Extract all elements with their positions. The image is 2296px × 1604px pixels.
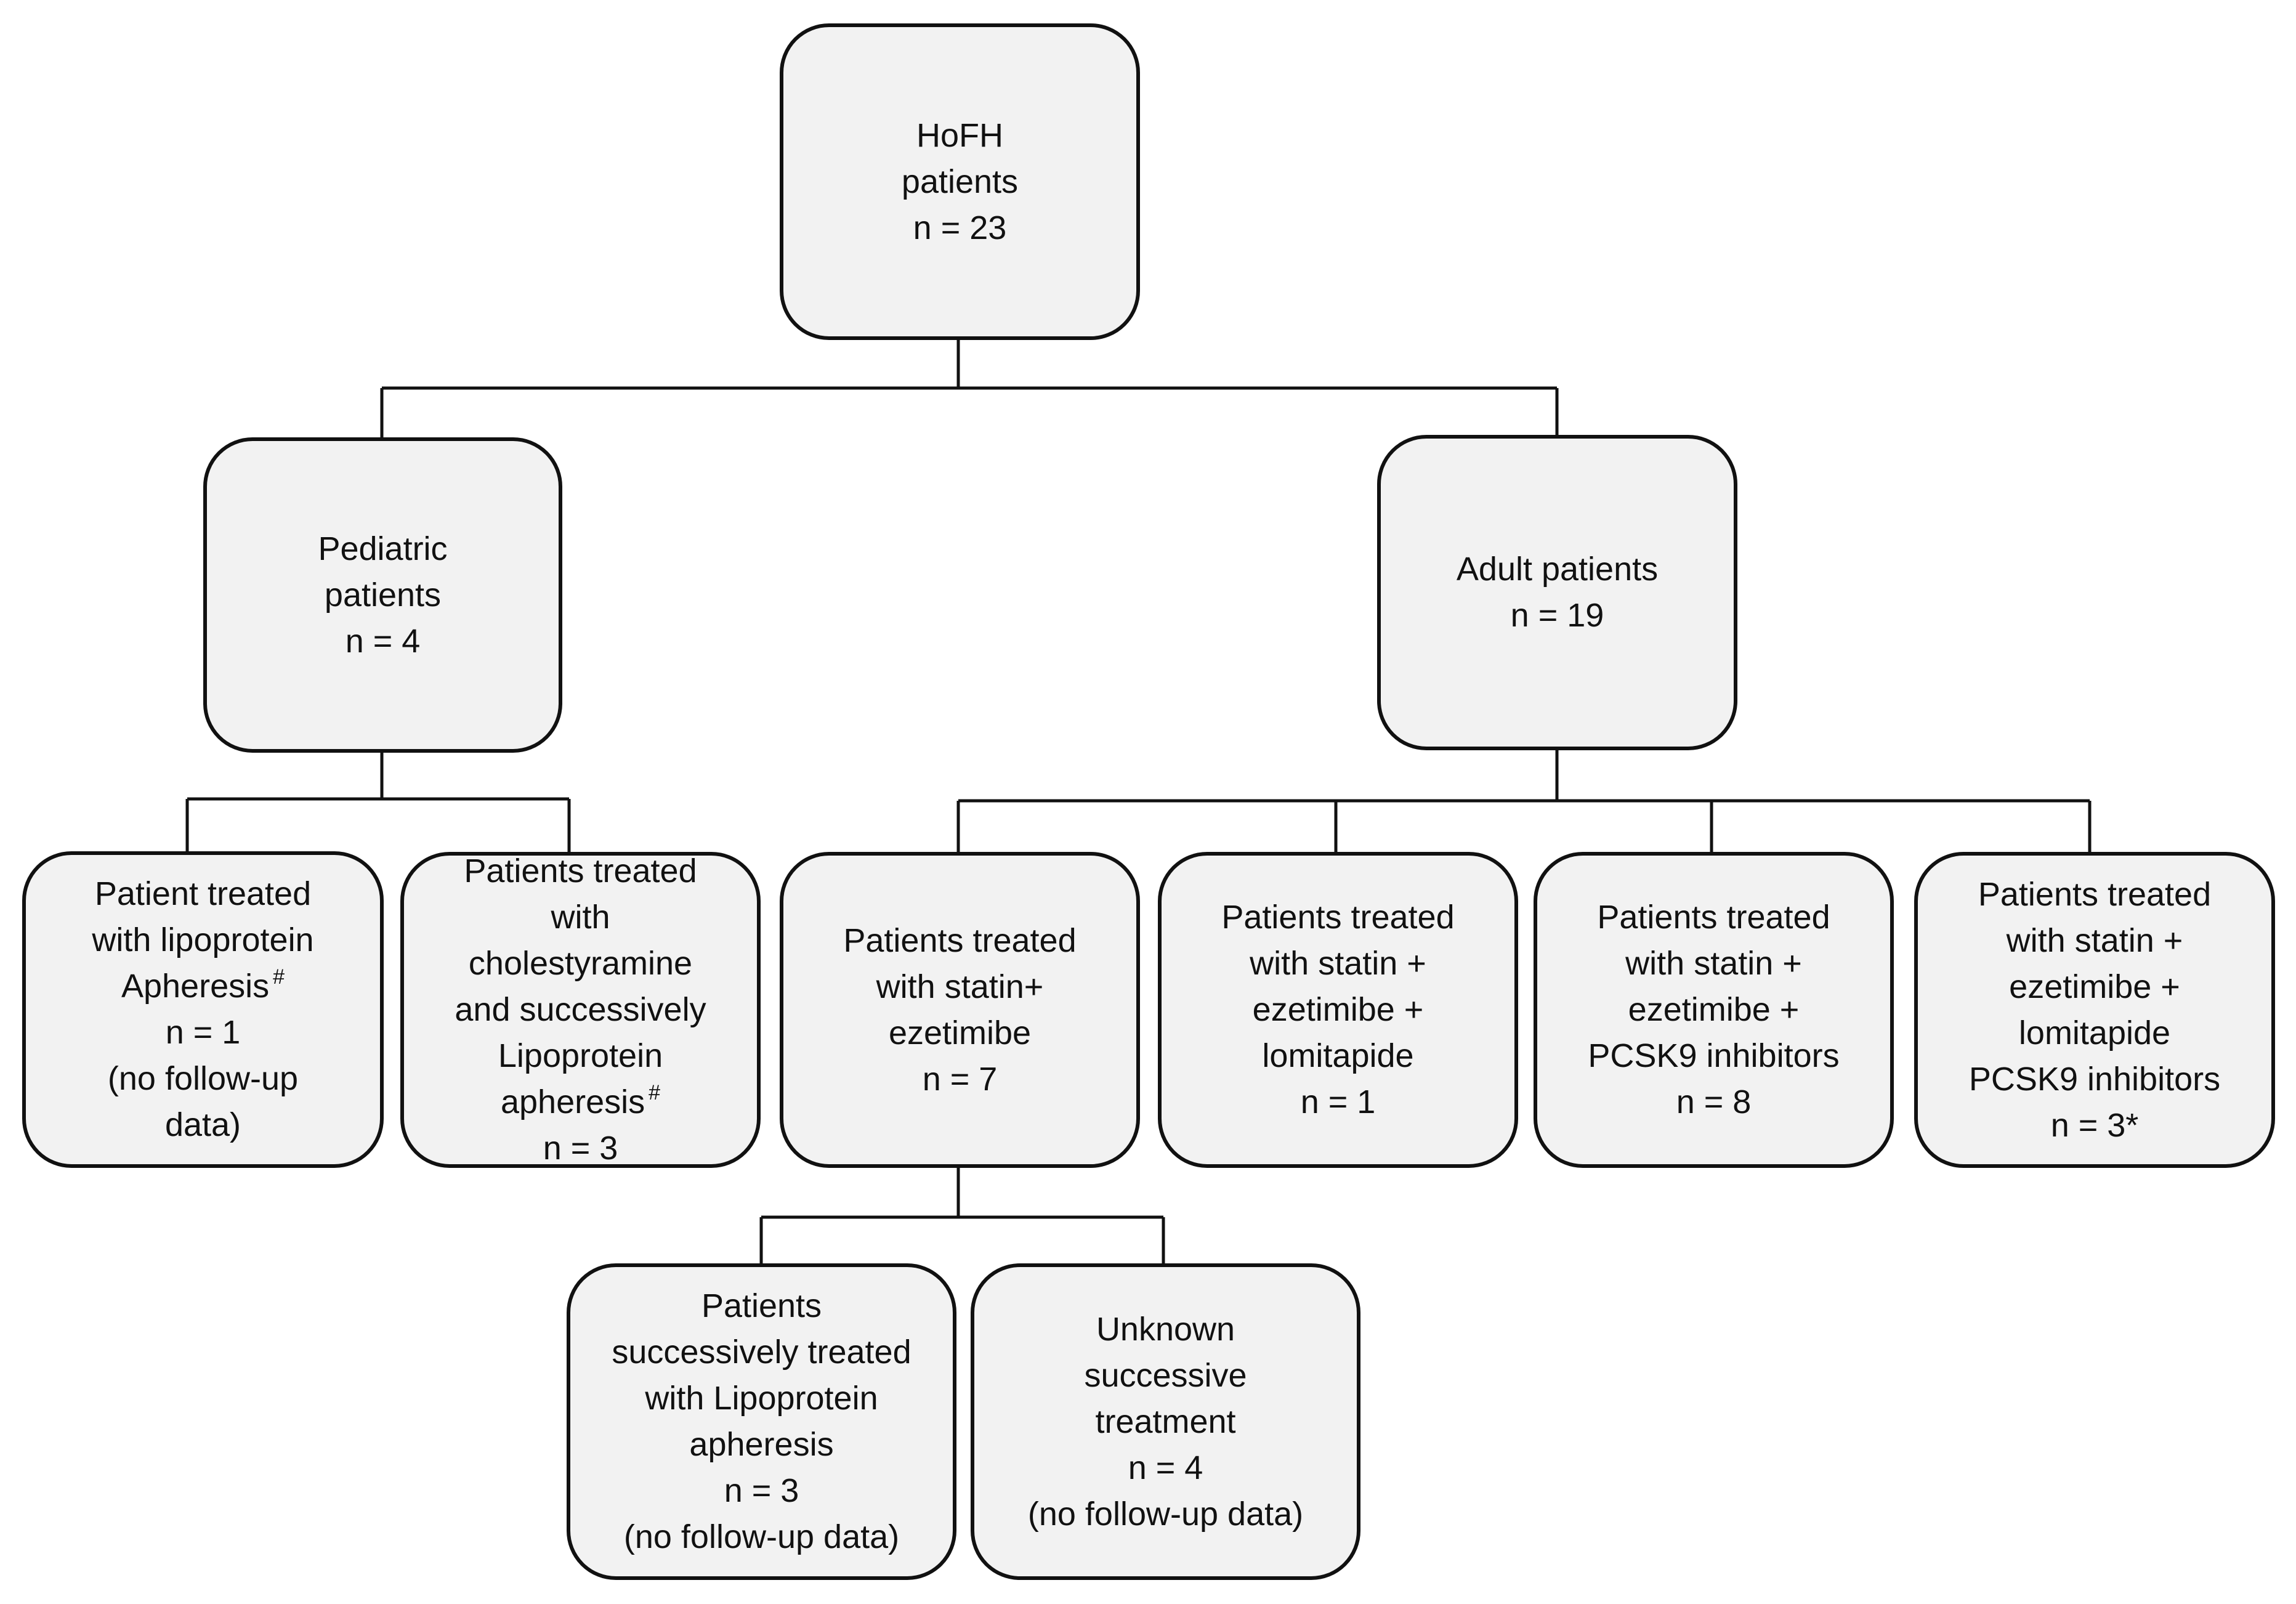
node-text-line: n = 1 (165, 1014, 241, 1051)
node-text-line: n = 3 (724, 1472, 799, 1509)
node-text-line: Patients treated (1221, 899, 1455, 936)
node-text-line: n = 1 (1300, 1084, 1376, 1120)
node-text-line: with statin + (1250, 945, 1426, 982)
node-text-line: successively treated (612, 1334, 912, 1371)
node-pediatric-patients: Pediatric patients n = 4 (203, 437, 562, 753)
node-statin-ezetimibe-pcsk9: Patients treated with statin + ezetimibe +… (1534, 852, 1894, 1168)
node-text-line: successive (1084, 1356, 1247, 1394)
node-text-line: apheresis (689, 1426, 834, 1463)
node-text-line: Unknown (1096, 1310, 1235, 1348)
node-text-line: PCSK9 inhibitors (1588, 1037, 1840, 1074)
node-unknown-successive-treatment: Unknown successive treatment n = 4 (no follo… (971, 1263, 1360, 1580)
node-text-line: Patients treated (1597, 899, 1830, 936)
node-text-line: lomitapide (1262, 1037, 1414, 1074)
node-text-line: n = 3* (2050, 1106, 2139, 1144)
node-text-line: n = 19 (1510, 597, 1604, 634)
node-text-line: patients (324, 576, 442, 614)
node-text-line: Patients treated (464, 853, 697, 889)
node-text-line: with (551, 899, 610, 936)
footnote-mark: # (649, 1081, 661, 1104)
node-text-line: with Lipoprotein (645, 1380, 878, 1417)
node-text-line: with statin + (2006, 921, 2183, 959)
node-text-line: treatment (1095, 1403, 1236, 1440)
node-text-line: lomitapide (2018, 1014, 2171, 1051)
node-text-line: Apheresis# (121, 965, 285, 1005)
node-text-line: n = 7 (922, 1060, 998, 1098)
node-text-line: n = 3 (543, 1130, 618, 1167)
node-text-line: ezetimibe (888, 1014, 1032, 1051)
node-adult-patients: Adult patients n = 19 (1377, 435, 1737, 750)
node-successive-apheresis: Patients successively treated with Lipopro… (567, 1263, 956, 1580)
node-text-line: patients (901, 163, 1019, 200)
footnote-mark: # (273, 965, 285, 989)
node-text-line: Pediatric (318, 530, 448, 567)
node-text-line: PCSK9 inhibitors (1968, 1060, 2221, 1098)
node-statin-ezetimibe-lomitapide: Patients treated with statin + ezetimibe +… (1158, 852, 1518, 1168)
node-hofh-patients: HoFH patients n = 23 (780, 23, 1140, 340)
node-text-line: n = 4 (345, 622, 421, 660)
node-statin-ezetimibe-lomitapide-pcsk9: Patients treated with statin + ezetimibe +… (1914, 852, 2275, 1168)
node-text-line: n = 23 (913, 209, 1007, 246)
node-text-line: n = 8 (1676, 1084, 1752, 1120)
node-text-line: with lipoprotein (92, 921, 314, 958)
node-text-line: Patient treated (94, 875, 312, 912)
node-text-line: HoFH (916, 116, 1003, 154)
node-text-line: Patients treated (843, 921, 1077, 959)
node-text-line: with statin + (1625, 945, 1802, 982)
node-text-line: Patients (701, 1287, 822, 1324)
node-text-line: apheresis# (500, 1081, 661, 1120)
node-text-line: (no follow-up data) (1027, 1495, 1304, 1533)
node-text-line: n = 4 (1128, 1449, 1203, 1486)
node-text-line: Adult patients (1456, 551, 1659, 588)
node-text-line: Lipoprotein (498, 1037, 663, 1074)
node-text-line: ezetimibe + (2009, 968, 2180, 1005)
node-text-line: and successively (455, 991, 706, 1028)
node-statin-ezetimibe: Patients treated with statin+ ezetimibe n =… (780, 852, 1140, 1168)
node-text-line: data) (164, 1106, 241, 1143)
node-text-line: with statin+ (876, 968, 1044, 1005)
node-text-line: ezetimibe + (1252, 991, 1424, 1028)
node-text-line: Patients treated (1978, 875, 2212, 913)
node-text-line: cholestyramine (468, 945, 693, 982)
node-text-line: ezetimibe + (1628, 991, 1800, 1028)
node-pediatric-cholestyramine: Patients treated with cholestyramine and su… (400, 852, 761, 1168)
node-text-line: (no follow-up (107, 1060, 299, 1097)
node-text-line: (no follow-up data) (623, 1518, 900, 1555)
